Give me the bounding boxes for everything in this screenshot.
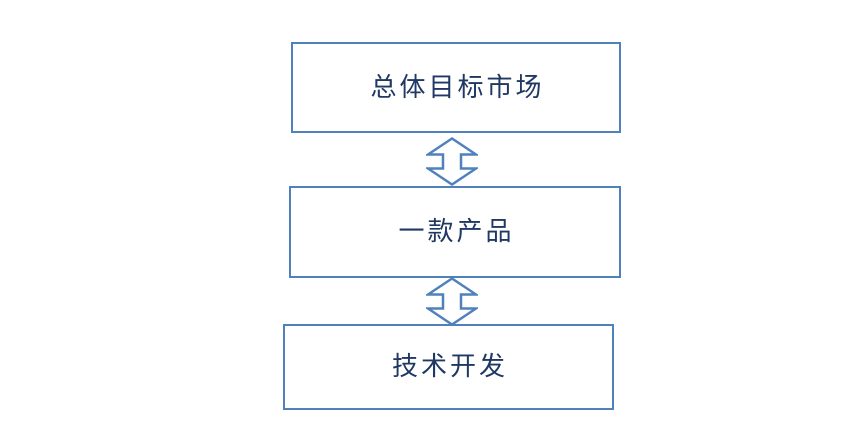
up-down-arrow-icon bbox=[426, 277, 478, 326]
flow-box-product: 一款产品 bbox=[289, 186, 621, 278]
flow-box-target-market: 总体目标市场 bbox=[291, 42, 621, 133]
up-down-arrow-icon bbox=[426, 137, 478, 186]
flow-box-label: 技术开发 bbox=[391, 352, 508, 382]
flow-box-label: 总体目标市场 bbox=[370, 72, 545, 103]
flow-box-label: 一款产品 bbox=[398, 217, 515, 247]
flow-box-tech-development: 技术开发 bbox=[283, 324, 614, 410]
